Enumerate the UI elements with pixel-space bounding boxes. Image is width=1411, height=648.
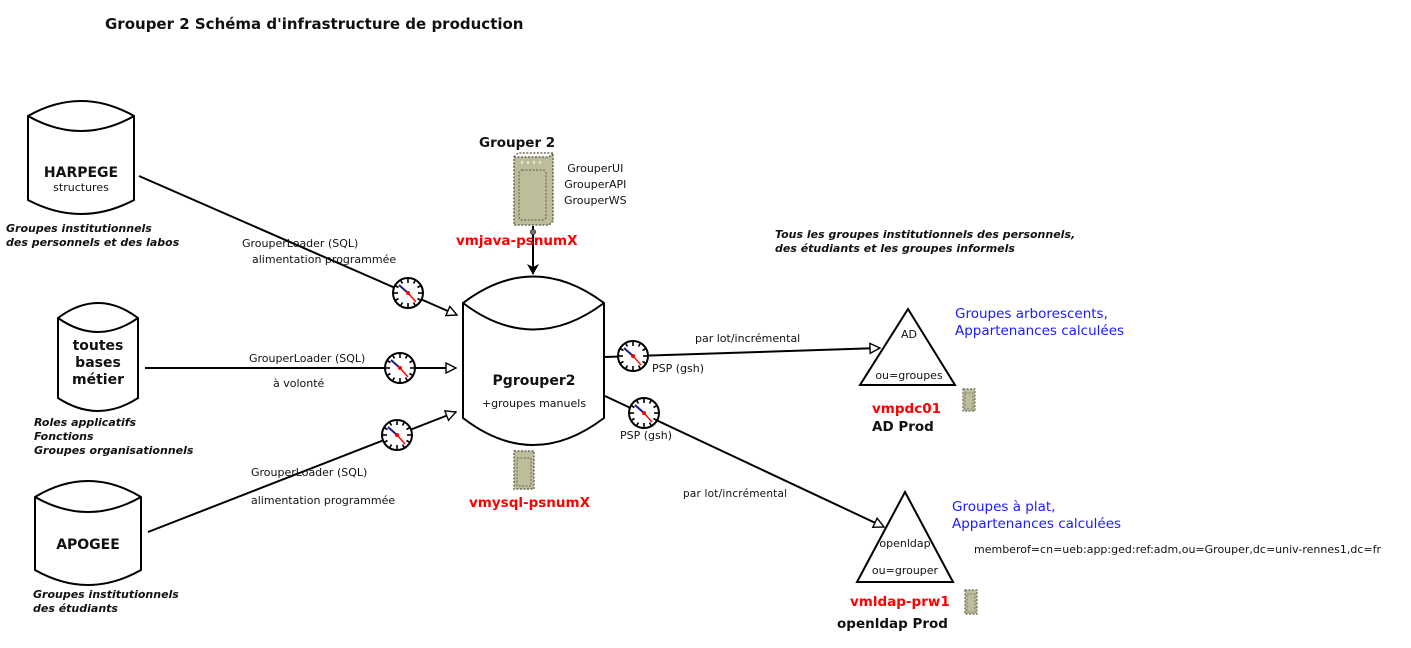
note-line: des étudiants	[33, 602, 118, 615]
harpege-label-group: HARPEGE structures	[44, 165, 155, 194]
note-line: Tous les groupes institutionnels des per…	[775, 228, 1076, 241]
central-db-host: vmysql-psnumX	[469, 495, 590, 511]
business-name-line: bases	[75, 355, 121, 371]
central-db-subtitle-wrap: +groupes manuels	[482, 397, 638, 410]
ad-sync-label: PSP (gsh)	[652, 362, 705, 375]
ad-link	[604, 348, 880, 358]
ad-description: Groupes arborescents, Appartenances calc…	[955, 306, 1124, 340]
note-line: Groupes institutionnels	[6, 222, 152, 235]
harpege-database-icon	[27, 100, 135, 215]
component-grouperui: GrouperUI	[567, 162, 624, 175]
apogee-label-group: APOGEE	[56, 537, 152, 554]
grouper-app-title: Grouper 2	[479, 135, 556, 151]
clock-icon	[381, 419, 413, 451]
openldap-directory-triangle-icon	[855, 489, 955, 583]
description-line: Appartenances calculées	[952, 516, 1122, 532]
business-label-group: toutes bases métier	[72, 338, 150, 389]
harpege-subtitle: structures	[53, 181, 109, 194]
ad-link-label: par lot/incrémental	[695, 332, 801, 345]
business-link-label: GrouperLoader (SQL)	[249, 352, 366, 365]
description-line: Groupes arborescents,	[955, 306, 1108, 322]
openldap-link-label: par lot/incrémental	[683, 488, 788, 500]
apogee-link-label: GrouperLoader (SQL)	[251, 466, 368, 479]
component-grouperws: GrouperWS	[564, 194, 627, 207]
openldap-shape-top-wrap: openldap	[879, 537, 956, 550]
ad-directory-triangle-icon	[858, 307, 957, 386]
note-line: Roles applicatifs	[34, 416, 137, 429]
grouper-components: GrouperUI GrouperAPI GrouperWS	[564, 161, 627, 209]
targets-note: Tous les groupes institutionnels des per…	[775, 228, 1075, 256]
business-name-line: toutes	[72, 338, 124, 354]
business-link-sublabel: à volonté	[273, 377, 325, 390]
apogee-name: APOGEE	[56, 537, 120, 553]
openldap-description: Groupes à plat, Appartenances calculées	[952, 499, 1121, 533]
apogee-note: Groupes institutionnels des étudiants	[33, 588, 179, 616]
clock-icon	[392, 277, 424, 309]
business-name-line: métier	[72, 372, 124, 388]
note-line: des étudiants et les groupes informels	[775, 242, 1015, 255]
ad-name: AD Prod	[872, 419, 934, 435]
ad-shape-bottom: ou=groupes	[875, 369, 943, 382]
server-icon	[513, 151, 554, 226]
ad-shape-top-wrap: AD	[901, 328, 925, 341]
note-line: Groupes institutionnels	[33, 588, 179, 601]
ad-host: vmpdc01	[872, 401, 941, 417]
description-line: Appartenances calculées	[955, 323, 1125, 339]
note-line: Fonctions	[34, 430, 94, 443]
apogee-database-icon	[34, 480, 142, 586]
pgrouper2-database-icon	[462, 275, 605, 446]
central-db-subtitle: +groupes manuels	[481, 397, 587, 410]
component-grouperapi: GrouperAPI	[564, 178, 627, 191]
clock-icon	[384, 352, 416, 384]
ad-shape-bottom-wrap: ou=groupes	[875, 369, 976, 382]
clock-icon	[617, 340, 649, 372]
openldap-host: vmldap-prw1	[850, 594, 950, 610]
server-icon	[962, 388, 976, 412]
business-note: Roles applicatifs Fonctions Groupes orga…	[34, 416, 193, 458]
ad-shape-top: AD	[901, 328, 917, 341]
harpege-note: Groupes institutionnels des personnels e…	[6, 222, 179, 250]
business-databases-icon	[57, 302, 139, 412]
central-db-name: Pgrouper2	[492, 373, 576, 389]
openldap-name: openldap Prod	[837, 616, 948, 632]
diagram-title: Grouper 2 Schéma d'infrastructure de pro…	[105, 15, 524, 33]
note-line: Groupes organisationnels	[34, 444, 194, 457]
server-icon	[964, 589, 978, 615]
note-line: des personnels et des labos	[6, 236, 180, 249]
openldap-shape-bottom: ou=grouper	[871, 564, 939, 577]
openldap-shape-top: openldap	[879, 537, 931, 550]
central-db-label: Pgrouper2	[493, 373, 617, 390]
apogee-link-sublabel: alimentation programmée	[251, 494, 396, 507]
grouper-app-host: vmjava-psnumX	[456, 233, 578, 249]
harpege-link-label: GrouperLoader (SQL)	[242, 237, 359, 250]
openldap-attribute-example: memberof=cn=ueb:app:ged:ref:adm,ou=Group…	[974, 543, 1381, 556]
server-icon	[513, 450, 535, 490]
harpege-name: HARPEGE	[43, 165, 119, 181]
description-line: Groupes à plat,	[952, 499, 1056, 515]
openldap-sync-label: PSP (gsh)	[620, 429, 673, 442]
harpege-link-sublabel: alimentation programmée	[252, 253, 397, 266]
openldap-shape-bottom-wrap: ou=grouper	[872, 564, 971, 577]
